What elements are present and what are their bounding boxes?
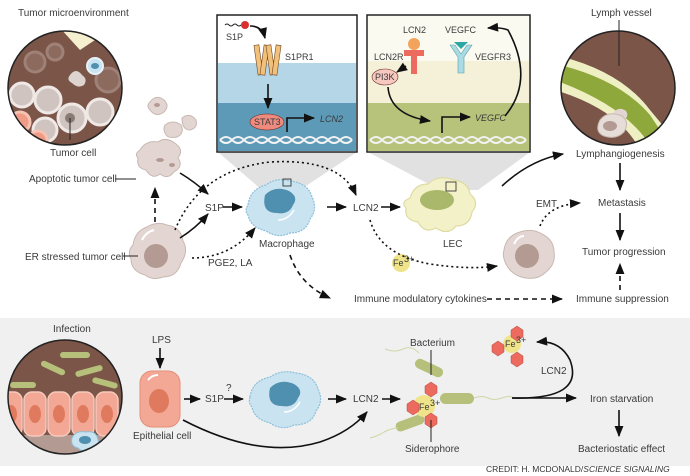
siderophore-iron-complex: Fe 3+ xyxy=(406,381,440,429)
question-mark-label: ? xyxy=(226,383,232,394)
svg-text:Fe: Fe xyxy=(505,339,516,349)
svg-text:3+: 3+ xyxy=(430,398,440,408)
stat3-protein xyxy=(249,113,285,131)
bottom-lcn2-label: LCN2 xyxy=(353,394,379,405)
lcn2r-label: LCN2R xyxy=(374,52,404,62)
bottom-s1p-label: S1P xyxy=(205,394,224,405)
macrophage-cell xyxy=(245,178,316,237)
lymph-vessel-circle xyxy=(560,30,676,146)
siderophore-label: Siderophore xyxy=(405,444,460,455)
vegfc-protein-label: VEGFC xyxy=(445,25,477,35)
er-stressed-tumor-cell xyxy=(128,222,187,280)
svg-text:Fe: Fe xyxy=(419,402,430,412)
arrow-macrophage-to-cytokines xyxy=(289,254,332,299)
tumor-microenvironment-circle xyxy=(7,30,123,146)
svg-text:3+: 3+ xyxy=(516,335,526,345)
arrow-lcn2-loop xyxy=(511,336,574,399)
lcn2-label: LCN2 xyxy=(353,203,379,214)
lymphangiogenesis-label: Lymphangiogenesis xyxy=(576,149,665,160)
arrow-er-dotted-to-lcn2 xyxy=(174,160,357,231)
vegfc-ligand xyxy=(454,42,468,49)
infection-circle xyxy=(7,339,123,455)
vegfr3-label: VEGFR3 xyxy=(475,52,511,62)
bacterium-top xyxy=(384,347,444,378)
bacteriostatic-effect-label: Bacteriostatic effect xyxy=(578,444,665,455)
epithelial-cell-label: Epithelial cell xyxy=(133,431,191,442)
metastatic-tumor-cell xyxy=(502,229,555,279)
inset-lec-signaling: LCN2 LCN2R VEGFC VEGFR3 PI3K VEGFC xyxy=(366,14,531,153)
arrow-er-to-s1p xyxy=(179,213,209,239)
bacterium-label: Bacterium xyxy=(410,338,455,349)
apoptotic-tumor-cell-label: Apoptotic tumor cell xyxy=(29,174,117,185)
fe3-iron-top: Fe 3+ xyxy=(392,254,414,272)
inset-lcn2-label: LCN2 xyxy=(403,25,426,35)
bacterium-right xyxy=(440,393,515,404)
macrophage-label: Macrophage xyxy=(259,239,315,250)
inset-s1p-label: S1P xyxy=(226,32,243,42)
lec-label: LEC xyxy=(443,239,462,250)
free-siderophore-iron: Fe 3+ xyxy=(491,325,526,368)
tumor-cell-label: Tumor cell xyxy=(50,148,96,159)
lcn2-ligand xyxy=(408,38,420,50)
lcn2-gene-label: LCN2 xyxy=(320,114,343,124)
svg-text:3+: 3+ xyxy=(404,254,414,264)
tumor-microenvironment-label: Tumor microenvironment xyxy=(18,8,129,19)
s1pr1-receptor xyxy=(253,44,282,76)
inset-macrophage-signaling: S1P S1PR1 STAT3 LCN2 xyxy=(216,14,358,153)
arrow-lec-to-lymphangiogenesis xyxy=(501,151,565,187)
credit-line: CREDIT: H. MCDONALD/SCIENCE SIGNALING xyxy=(486,464,670,474)
lcn2-loop-label: LCN2 xyxy=(541,366,567,377)
infection-label: Infection xyxy=(53,324,91,335)
vegfr3-receptor xyxy=(449,44,473,74)
er-stressed-tumor-cell-label: ER stressed tumor cell xyxy=(25,252,126,263)
inset-lec-funnel xyxy=(368,152,530,190)
bottom-macrophage-cell xyxy=(248,371,322,429)
inset-macrophage-funnel xyxy=(218,152,357,190)
emt-label: EMT xyxy=(536,199,557,210)
apoptotic-tumor-cell xyxy=(135,96,197,178)
immune-suppression-label: Immune suppression xyxy=(576,294,669,305)
lymph-vessel-label: Lymph vessel xyxy=(591,8,652,19)
iron-starvation-label: Iron starvation xyxy=(590,394,653,405)
s1p-label: S1P xyxy=(205,203,224,214)
pge2-la-label: PGE2, LA xyxy=(208,258,253,269)
svg-text:Fe: Fe xyxy=(393,258,404,268)
epithelial-cell xyxy=(139,370,181,428)
arrow-er-to-macrophage-pge2 xyxy=(191,227,256,259)
pi3k-protein xyxy=(371,68,399,86)
s1pr1-label: S1PR1 xyxy=(285,52,314,62)
vegfc-gene-label: VEGFC xyxy=(475,113,507,123)
tumor-progression-label: Tumor progression xyxy=(582,247,666,258)
immune-modulatory-cytokines-label: Immune modulatory cytokines xyxy=(354,294,487,305)
lps-label: LPS xyxy=(152,335,171,346)
arrow-apoptotic-to-s1p xyxy=(179,172,209,195)
arrow-epithelial-direct-to-lcn2 xyxy=(182,411,368,449)
bacterium-bottom xyxy=(369,414,425,439)
pi3k-label: PI3K xyxy=(375,72,395,82)
stat3-label: STAT3 xyxy=(254,117,281,127)
lcn2r-receptor xyxy=(404,50,424,74)
lec-cell xyxy=(403,177,477,233)
arrow-cell-to-metastasis xyxy=(539,199,582,227)
metastasis-label: Metastasis xyxy=(598,198,646,209)
